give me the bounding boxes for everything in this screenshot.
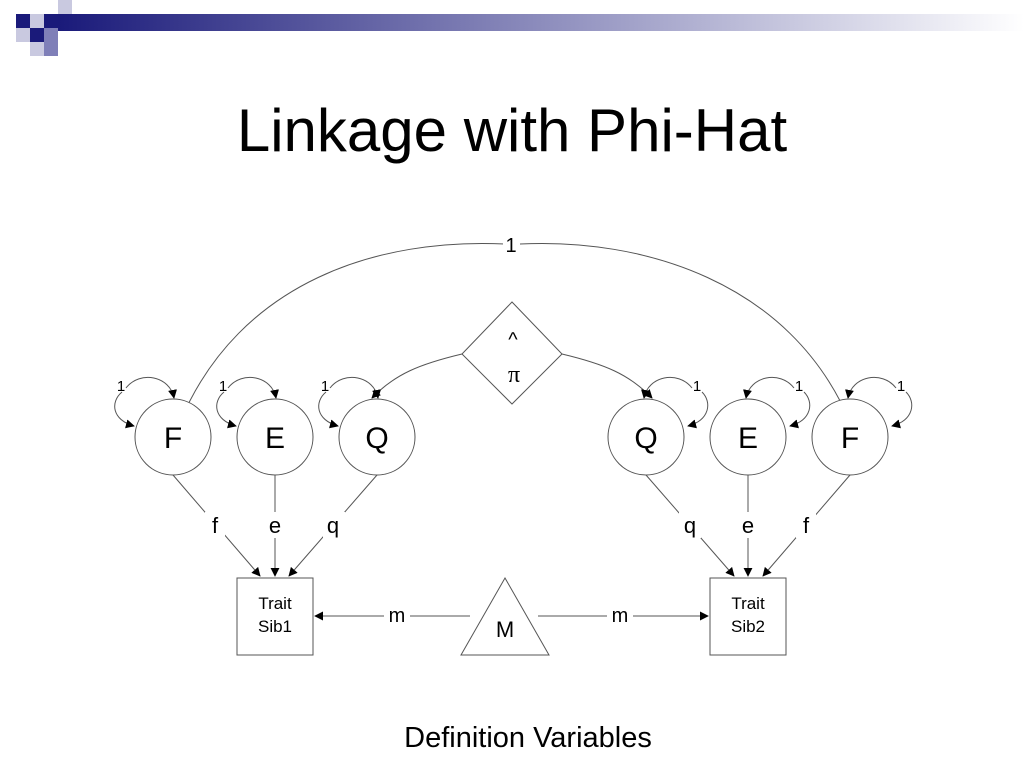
variance-label: 1 xyxy=(795,378,803,395)
def-path-label-sib2: m xyxy=(612,605,629,627)
header-square xyxy=(58,0,72,14)
header-square xyxy=(16,14,30,28)
path-label-q-sib2: q xyxy=(684,513,696,538)
latent-q-sib1-label: Q xyxy=(365,422,388,455)
variance-loops: 1 1 1 1 1 1 xyxy=(114,377,913,429)
header-gradient-bar xyxy=(58,14,1024,31)
header-square xyxy=(44,14,58,28)
latent-e-sib2-label: E xyxy=(738,422,758,455)
latent-e-sib1-label: E xyxy=(265,422,285,455)
path-label-f-sib1: f xyxy=(212,513,219,538)
trait-sib2-label-line2: Sib2 xyxy=(731,617,765,636)
header-decoration xyxy=(16,0,1024,56)
header-square xyxy=(30,42,44,56)
latent-f-sib1-label: F xyxy=(164,422,182,455)
variance-label: 1 xyxy=(219,378,227,395)
trait-sib1-label-line1: Trait xyxy=(258,594,292,613)
trait-sib2-label-line1: Trait xyxy=(731,594,765,613)
pihat-symbol: π xyxy=(508,362,520,388)
variance-loop xyxy=(318,391,339,429)
definition-variable-triangle xyxy=(460,576,550,656)
pihat-to-q1-path xyxy=(371,353,463,399)
variance-label: 1 xyxy=(117,378,125,395)
pihat-diamond xyxy=(461,301,563,405)
pihat-to-q2-path xyxy=(561,353,653,399)
trait-sib1-box xyxy=(236,577,314,656)
top-covariance-label: 1 xyxy=(505,235,516,257)
header-square xyxy=(30,14,44,28)
path-label-q-sib1: q xyxy=(327,513,339,538)
sib1-latents: F E Q xyxy=(134,398,416,476)
sib2-latents: Q E F xyxy=(607,398,889,476)
variance-loop xyxy=(845,377,897,399)
variance-label: 1 xyxy=(321,378,329,395)
pihat-hat: ^ xyxy=(508,329,518,351)
path-label-e-sib1: e xyxy=(269,513,281,538)
header-square xyxy=(44,42,58,56)
trait-sib2-box xyxy=(709,577,787,656)
variance-loop xyxy=(227,377,279,399)
header-square xyxy=(30,28,44,42)
variance-loop xyxy=(687,391,709,429)
footer-caption: Definition Variables xyxy=(404,722,652,754)
top-covariance-arc xyxy=(179,242,506,423)
latent-f-sib2-label: F xyxy=(841,422,859,455)
def-path-label-sib1: m xyxy=(389,605,406,627)
variance-label: 1 xyxy=(693,378,701,395)
variance-loop xyxy=(789,391,811,429)
definition-variable-label: M xyxy=(496,617,514,642)
slide-title: Linkage with Phi-Hat xyxy=(236,97,788,164)
top-covariance-arc xyxy=(519,242,851,423)
latent-q-sib2-label: Q xyxy=(634,422,657,455)
variance-loop xyxy=(125,377,177,399)
variance-loop xyxy=(329,377,381,399)
header-square xyxy=(16,28,30,42)
variance-label: 1 xyxy=(897,378,905,395)
header-square xyxy=(44,28,58,42)
path-label-f-sib2: f xyxy=(803,513,810,538)
trait-sib1-label-line2: Sib1 xyxy=(258,617,292,636)
variance-loop xyxy=(743,377,795,399)
variance-loop xyxy=(641,377,693,399)
top-label-bg xyxy=(503,232,519,254)
variance-loop xyxy=(891,391,913,429)
variance-loop xyxy=(216,391,237,429)
variance-loop xyxy=(114,391,135,429)
path-label-e-sib2: e xyxy=(742,513,754,538)
